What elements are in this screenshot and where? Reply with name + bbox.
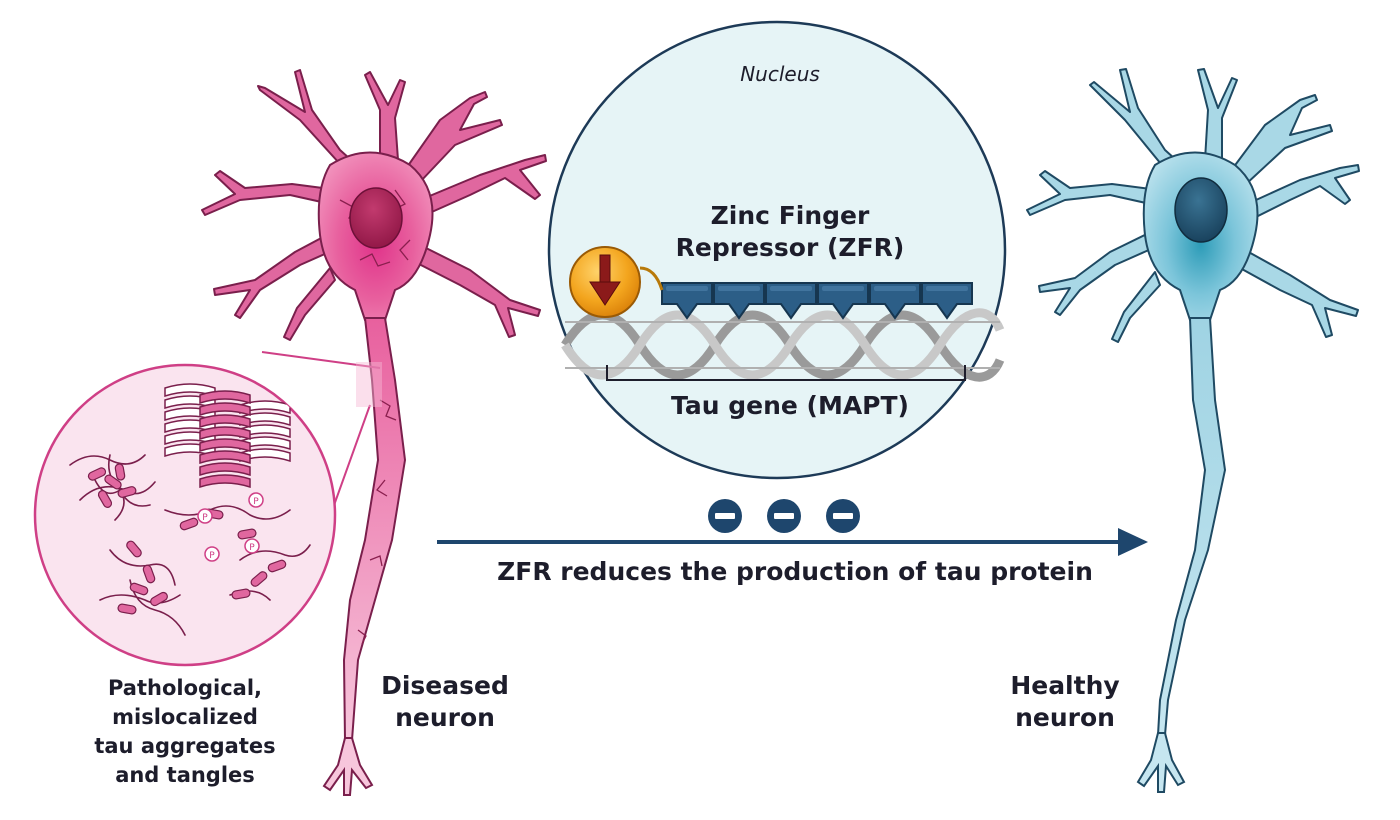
zfr-label: Zinc Finger Repressor (ZFR) <box>640 200 940 264</box>
healthy-label-line2: neuron <box>1015 703 1115 732</box>
repressor-domain <box>569 246 641 318</box>
phospho-marker-3: P <box>204 546 220 562</box>
healthy-neuron-label: Healthy neuron <box>990 670 1140 734</box>
zinc-finger-4 <box>817 282 869 320</box>
diseased-neuron-label: Diseased neuron <box>370 670 520 734</box>
phospho-markers: P P P P <box>197 492 264 562</box>
healthy-axon-terminals <box>1136 732 1186 793</box>
down-arrow-icon <box>589 254 621 306</box>
zinc-finger-blocks <box>661 282 973 320</box>
healthy-dendrites <box>1026 68 1360 343</box>
diseased-axon-terminals <box>322 737 374 796</box>
zinc-finger-2 <box>713 282 765 320</box>
inset-highlight <box>356 362 382 407</box>
inset-label-line3: tau aggregates <box>94 734 276 758</box>
zinc-finger-5 <box>869 282 921 320</box>
minus-icon <box>826 499 860 533</box>
phospho-marker-2: P <box>248 492 264 508</box>
svg-text:P: P <box>209 551 215 561</box>
main-arrow <box>437 528 1148 556</box>
inset-label: Pathological, mislocalized tau aggregate… <box>85 674 285 790</box>
zinc-finger-3 <box>765 282 817 320</box>
phospho-marker-1: P <box>197 508 213 524</box>
svg-text:P: P <box>202 513 208 523</box>
repressor-linker <box>639 266 664 291</box>
diseased-label-line2: neuron <box>395 703 495 732</box>
inset-label-line4: and tangles <box>115 763 255 787</box>
diseased-tangle-marks <box>339 189 411 645</box>
arrow-caption: ZFR reduces the production of tau protei… <box>497 557 1093 586</box>
diseased-dendrites <box>201 69 547 341</box>
inset-label-line1: Pathological, <box>107 676 263 700</box>
fibril-stack <box>164 383 291 489</box>
healthy-nucleus <box>1174 177 1228 243</box>
tau-aggregates-inset: P P P P <box>33 363 337 667</box>
gene-label: Tau gene (MAPT) <box>671 391 909 420</box>
gene-bracket <box>606 365 966 381</box>
phospho-marker-4: P <box>244 538 260 554</box>
minus-icon <box>708 499 742 533</box>
svg-text:P: P <box>253 497 259 507</box>
nucleus-label: Nucleus <box>740 62 820 86</box>
healthy-axon <box>1156 317 1227 736</box>
diseased-label-line1: Diseased <box>381 671 509 700</box>
zfr-label-line2: Repressor (ZFR) <box>675 233 905 262</box>
zfr-label-line1: Zinc Finger <box>710 201 870 230</box>
diseased-nucleus <box>349 187 403 249</box>
zinc-finger-6 <box>921 282 973 320</box>
dna-helix <box>561 308 1005 382</box>
minus-signs <box>708 499 860 533</box>
inset-label-line2: mislocalized <box>112 705 258 729</box>
diseased-neuron <box>201 69 547 796</box>
zinc-finger-1 <box>661 282 713 320</box>
nucleus-zoom <box>547 20 1007 480</box>
healthy-neuron <box>1026 68 1360 793</box>
tau-segments <box>87 463 287 615</box>
healthy-label-line1: Healthy <box>1010 671 1120 700</box>
svg-text:P: P <box>249 543 255 553</box>
minus-icon <box>767 499 801 533</box>
